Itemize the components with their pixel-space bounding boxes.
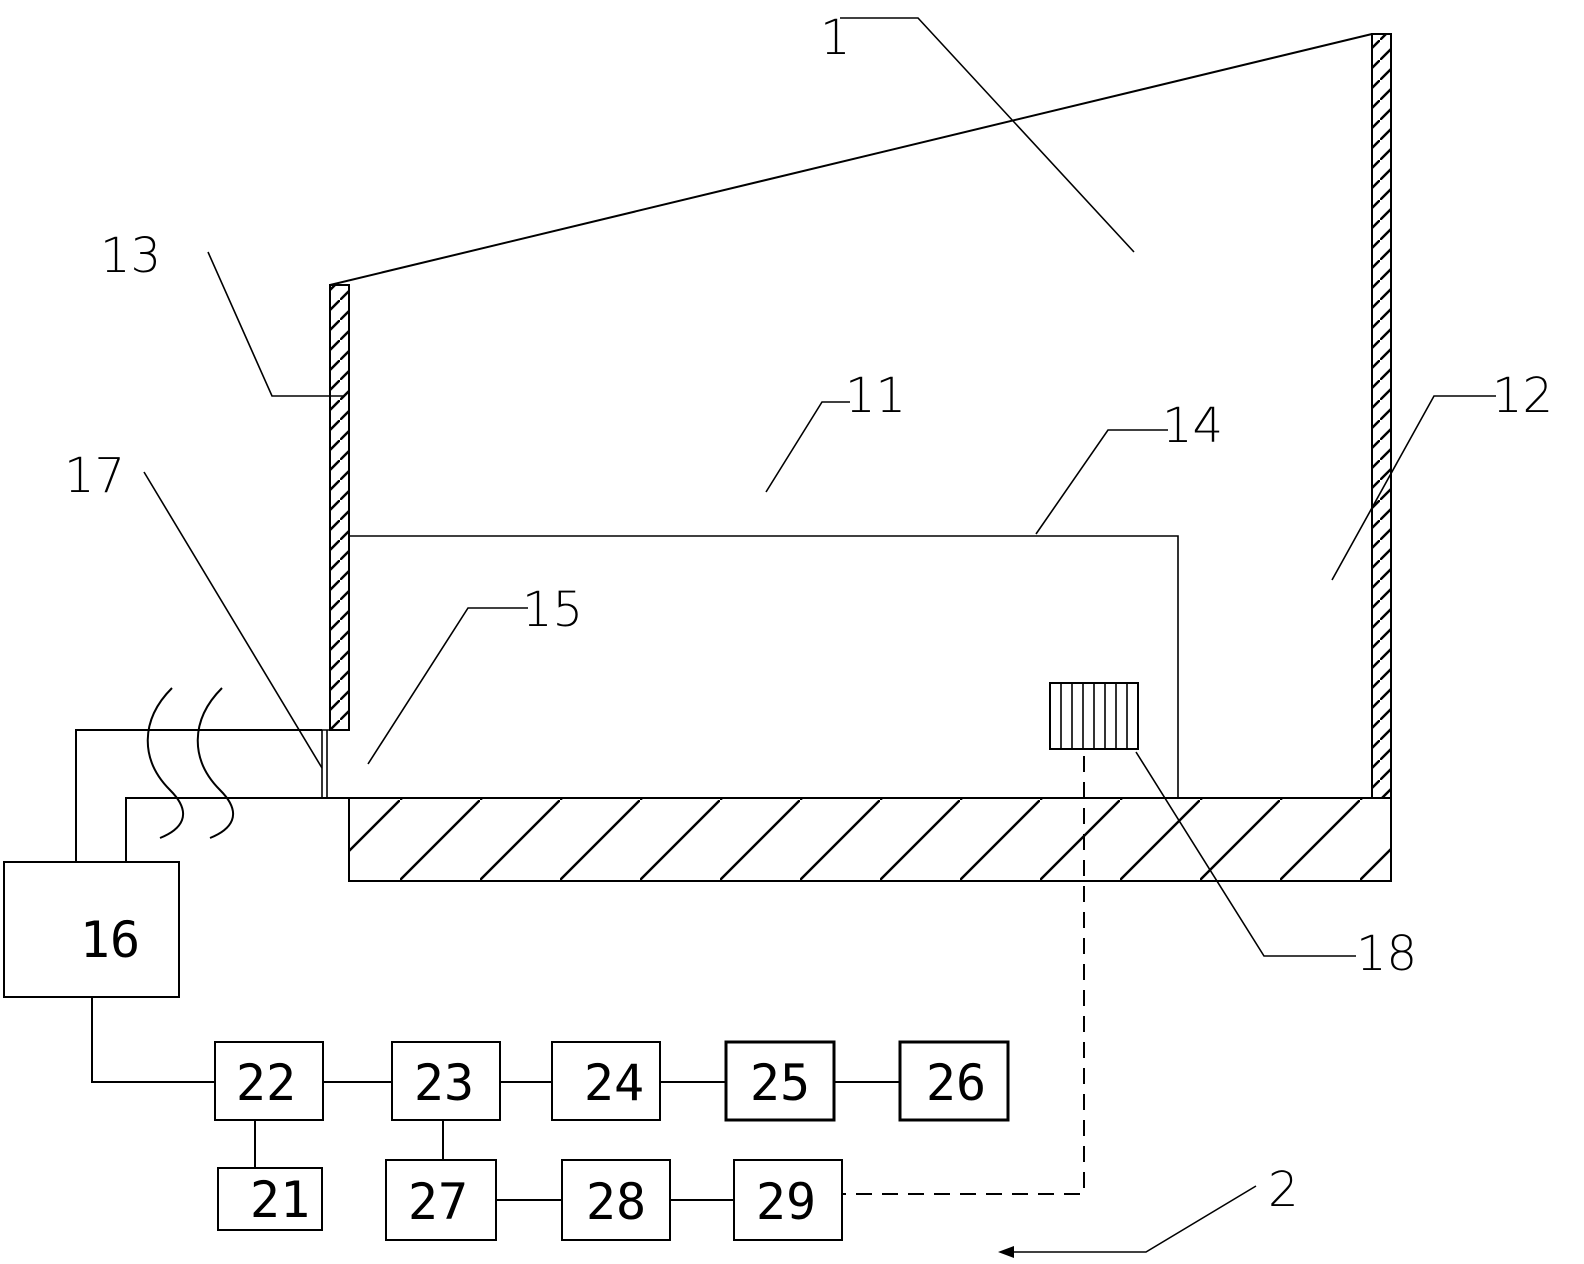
label-13: 13 [100,228,161,284]
box-27-label: 27 [408,1173,468,1231]
inner-chamber-14 [349,535,1179,798]
signal-dashed-line [834,756,1085,1195]
leader-15 [367,607,528,765]
housing-top-edge [329,33,1373,286]
pipe-inner [125,797,349,862]
box-25-label: 25 [750,1054,810,1112]
box-28 [561,1159,671,1241]
label-2: 2 [1268,1162,1299,1218]
pipe-break-mark-2 [196,687,234,839]
left-wall-13 [329,284,350,731]
sensor-18-stripes [1060,683,1128,749]
leader-17 [143,471,323,769]
box-28-label: 28 [586,1173,646,1231]
label-11: 11 [845,368,906,424]
box-29-label: 29 [756,1173,816,1231]
right-wall [1371,33,1392,799]
box-26 [898,1040,1010,1122]
box-16-label: 16 [80,911,140,969]
leader-1 [840,17,1135,253]
leader-2 [1004,1185,1257,1253]
label-15: 15 [522,582,583,638]
box-24 [551,1041,661,1121]
leader-11 [765,401,850,493]
leader-13 [207,251,345,397]
pipe-break-mark-1 [146,687,184,839]
box-23-label: 23 [414,1054,474,1112]
leader-18 [1135,751,1356,957]
box-22 [214,1041,324,1121]
label-12: 12 [1492,368,1553,424]
pipe-outer [75,729,322,862]
label-17: 17 [64,448,125,504]
box-21 [217,1167,323,1231]
box-22-label: 22 [236,1054,296,1112]
leader-12 [1331,395,1496,581]
leader-2-arrowhead [998,1246,1014,1258]
label-14: 14 [1162,398,1223,454]
base-plate [348,797,1392,882]
box-27 [385,1159,497,1241]
label-1: 1 [820,10,851,66]
box-26-label: 26 [926,1054,986,1112]
leader-14 [1035,429,1168,535]
box-21-label: 21 [250,1171,310,1229]
box-25 [724,1040,836,1122]
box-24-label: 24 [584,1054,644,1112]
box-29 [733,1159,843,1241]
wire-16-22 [91,997,215,1083]
box-23 [391,1041,501,1121]
label-18: 18 [1356,926,1417,982]
